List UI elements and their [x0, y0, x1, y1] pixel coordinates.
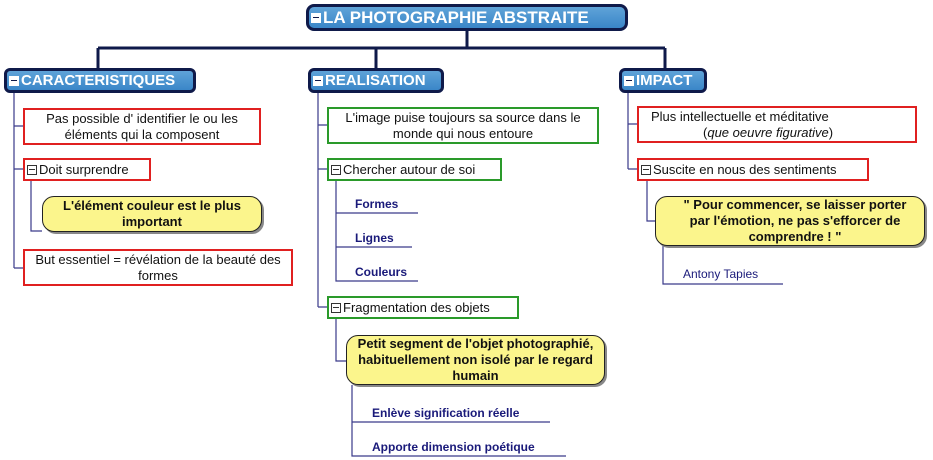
callout-text: " Pour commencer, se laisser porter par … [683, 197, 907, 244]
leaf-lignes[interactable]: Lignes [355, 231, 394, 245]
leaf-antony-tapies[interactable]: Antony Tapies [683, 267, 759, 281]
italic-text: que oeuvre figurative [707, 124, 829, 140]
callout-segment[interactable]: Petit segment de l'objet photographié, h… [346, 335, 605, 385]
node-text: Plus intellectuelle et méditative [651, 108, 829, 124]
node-doit-surprendre[interactable]: Doit surprendre [23, 158, 151, 181]
collapse-icon[interactable] [9, 75, 19, 86]
node-text-line2: (que oeuvre figurative) [651, 125, 833, 141]
root-title: LA PHOTOGRAPHIE ABSTRAITE [323, 7, 589, 27]
node-suscite[interactable]: Suscite en nous des sentiments [637, 158, 869, 181]
node-chercher[interactable]: Chercher autour de soi [327, 158, 502, 181]
callout-couleur[interactable]: L'élément couleur est le plus important [42, 196, 262, 232]
node-fragmentation[interactable]: Fragmentation des objets [327, 296, 519, 319]
node-pas-possible[interactable]: Pas possible d' identifier le ou les élé… [23, 108, 261, 145]
branch-title: CARACTERISTIQUES [21, 71, 176, 89]
paren-close: ) [828, 124, 834, 140]
collapse-icon[interactable] [331, 164, 341, 175]
collapse-icon[interactable] [27, 164, 37, 175]
collapse-icon[interactable] [624, 75, 634, 86]
node-text: Doit surprendre [39, 161, 129, 177]
paren-open: ( [703, 124, 708, 140]
leaf-apporte[interactable]: Apporte dimension poétique [372, 440, 535, 454]
callout-text: L'élément couleur est le plus important [63, 198, 241, 229]
root-node[interactable]: LA PHOTOGRAPHIE ABSTRAITE [306, 4, 628, 31]
collapse-icon[interactable] [331, 302, 341, 313]
leaf-enleve[interactable]: Enlève signification réelle [372, 406, 520, 420]
node-text: But essentiel = révélation de la beauté … [35, 251, 281, 283]
node-text: Chercher autour de soi [343, 161, 476, 177]
node-text: L'image puise toujours sa source dans le… [345, 109, 581, 141]
collapse-icon[interactable] [313, 75, 323, 86]
branch-title: IMPACT [636, 71, 693, 89]
callout-quote[interactable]: " Pour commencer, se laisser porter par … [655, 196, 925, 246]
callout-text: Petit segment de l'objet photographié, h… [357, 336, 594, 383]
leaf-couleurs[interactable]: Couleurs [355, 265, 408, 279]
node-text: Pas possible d' identifier le ou les élé… [46, 110, 238, 142]
node-but-essentiel[interactable]: But essentiel = révélation de la beauté … [23, 249, 293, 286]
branch-caracteristiques[interactable]: CARACTERISTIQUES [4, 68, 196, 93]
node-text: Fragmentation des objets [343, 299, 490, 315]
collapse-icon[interactable] [641, 164, 651, 175]
node-intellectuelle[interactable]: Plus intellectuelle et méditative (que o… [637, 106, 917, 143]
branch-title: REALISATION [325, 71, 426, 89]
node-text: Suscite en nous des sentiments [653, 161, 837, 177]
branch-realisation[interactable]: REALISATION [308, 68, 444, 93]
node-image-source[interactable]: L'image puise toujours sa source dans le… [327, 107, 599, 144]
collapse-icon[interactable] [311, 12, 321, 23]
leaf-formes[interactable]: Formes [355, 197, 399, 211]
branch-impact[interactable]: IMPACT [619, 68, 707, 93]
